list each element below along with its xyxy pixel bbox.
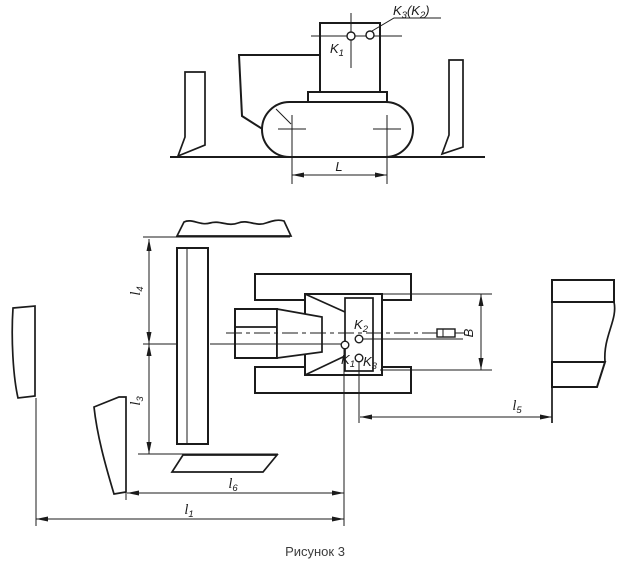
lower-obstacle-hatched	[170, 454, 279, 473]
label-L: L	[335, 159, 342, 174]
k3k2-leader-line	[371, 17, 441, 32]
label-l3: l3	[128, 396, 146, 406]
label-k1-plan: K1	[341, 352, 355, 370]
drawbar-trapezoid	[276, 307, 323, 359]
k3k2-point-side	[365, 30, 375, 40]
hitch-plug	[436, 328, 456, 338]
label-l1: l1	[184, 502, 193, 520]
dimension-l4: l4	[128, 239, 152, 344]
blade-plan	[176, 247, 209, 445]
far-left-obstacle-hatched	[11, 305, 36, 399]
label-k3k2-side: K3(K2)	[393, 3, 430, 21]
dimension-l6: l6	[127, 476, 344, 496]
label-B: B	[461, 328, 476, 337]
k1-point-side	[346, 31, 356, 41]
upper-obstacle-hatched	[175, 219, 293, 237]
label-l6: l6	[228, 476, 238, 494]
dimension-l1: l1	[36, 502, 344, 522]
hood-edge-lower	[304, 355, 346, 376]
dimension-L: L	[291, 136, 388, 184]
plan-view: K2 K1 K3 l4 l3 B l5 l6 l1	[11, 219, 616, 526]
side-view: K3(K2) K1 L	[170, 3, 485, 184]
label-l4: l4	[128, 286, 146, 295]
dimension-l5: l5	[360, 398, 552, 420]
dimension-B: B	[380, 293, 492, 371]
right-obstacle-hatched	[551, 279, 616, 423]
k2-point-plan	[354, 334, 364, 344]
radius-tick	[275, 108, 292, 125]
hood-edge-upper	[304, 293, 346, 313]
label-k1-side: K1	[330, 41, 344, 59]
k3-point-plan	[354, 353, 364, 363]
cab-base-plate	[307, 91, 388, 103]
k1-point-plan	[340, 340, 350, 350]
push-arm	[237, 54, 320, 131]
label-k3-plan: K3	[363, 354, 378, 372]
label-k2-plan: K2	[354, 317, 369, 335]
dimension-l3: l3	[128, 344, 152, 454]
mid-left-obstacle-hatched	[93, 396, 127, 495]
right-stake	[440, 59, 464, 156]
label-l5: l5	[512, 398, 522, 416]
left-stake	[176, 71, 206, 158]
figure-caption: Рисунок 3	[285, 544, 345, 559]
